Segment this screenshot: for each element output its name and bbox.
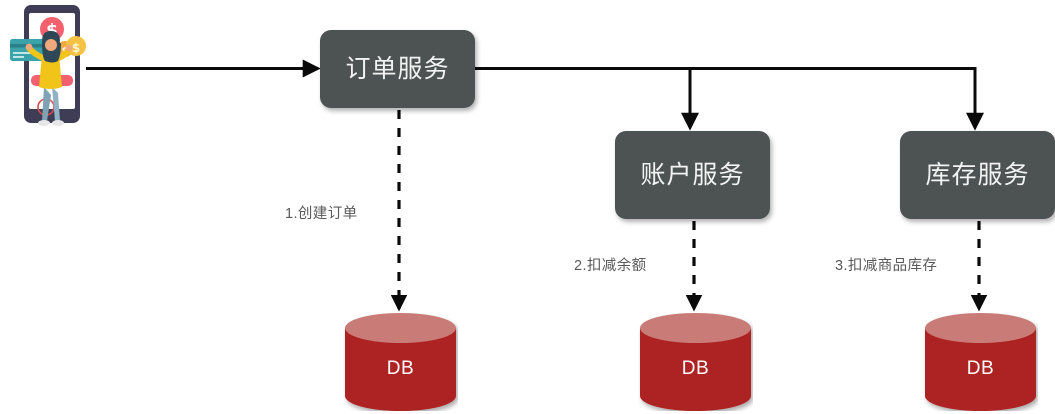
edge-order-stock [690, 67, 984, 131]
user-illustration: $ $ $ [8, 3, 100, 133]
service-node-stock[interactable]: 库存服务 [900, 131, 1055, 219]
edge-label-deduct-balance: 2.扣减余额 [574, 258, 647, 274]
database-node-account[interactable]: DB [638, 313, 753, 411]
database-node-stock[interactable]: DB [923, 313, 1038, 411]
database-node-order[interactable]: DB [343, 313, 458, 411]
edge-label-deduct-stock: 3.扣减商品库存 [835, 258, 938, 274]
service-label-order: 订单服务 [345, 54, 450, 83]
service-label-account: 账户服务 [640, 160, 745, 189]
service-label-stock: 库存服务 [925, 160, 1030, 189]
service-node-account[interactable]: 账户服务 [615, 131, 770, 219]
service-node-order[interactable]: 订单服务 [320, 30, 475, 108]
svg-text:$: $ [72, 41, 80, 55]
edge-label-create-order: 1.创建订单 [285, 206, 358, 222]
svg-text:$: $ [46, 21, 58, 41]
edge-order-account [475, 67, 699, 131]
